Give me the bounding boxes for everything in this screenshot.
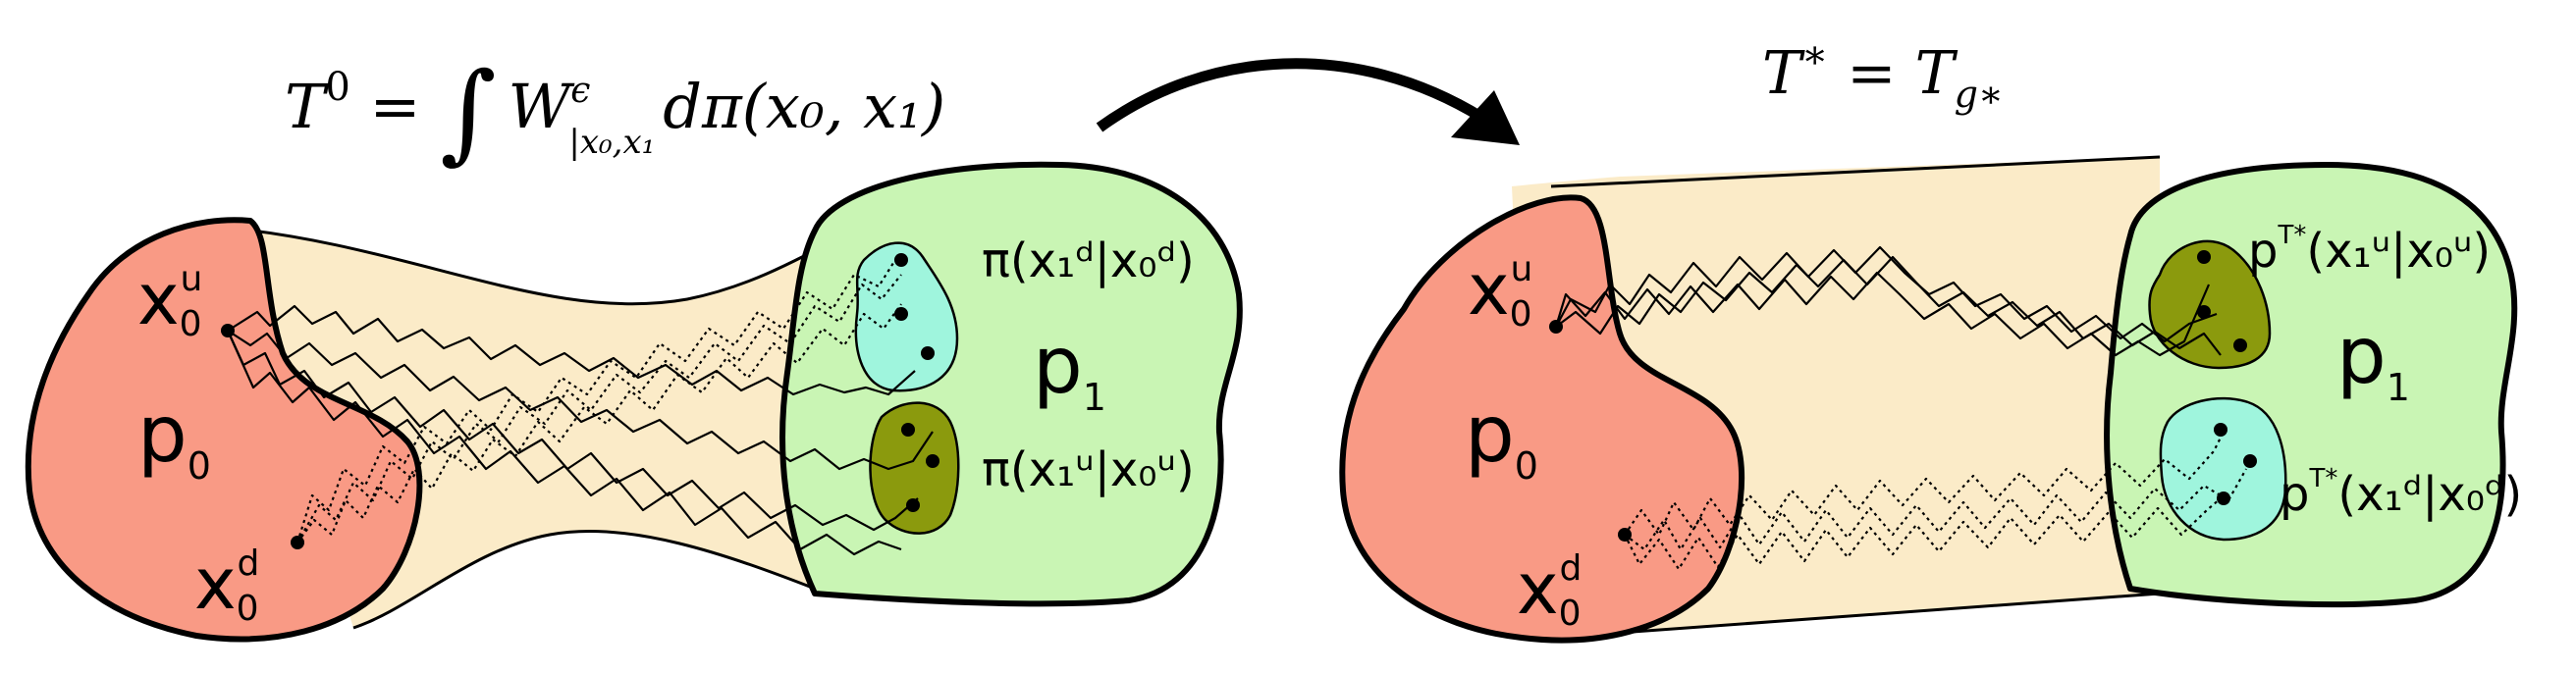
transform-arrow bbox=[1096, 58, 1520, 145]
right-tube-bottom-edge bbox=[1619, 592, 2161, 635]
right-tube-top-edge bbox=[1550, 155, 2161, 188]
arrow-head bbox=[1451, 90, 1520, 145]
left-p1-blob bbox=[779, 161, 1243, 607]
right-path-solid-1 bbox=[1555, 245, 2218, 343]
left-pi-u-label: π(x₁ᵘ|x₀ᵘ) bbox=[982, 442, 1195, 497]
right-cyan-blob bbox=[2159, 396, 2287, 542]
right-pT-d-label: pT*(x₁ᵈ|x₀ᵈ) bbox=[2280, 464, 2522, 522]
left-p0-blob bbox=[25, 217, 423, 643]
left-path-solid-1 bbox=[227, 304, 916, 396]
right-x0u-label: x0u bbox=[1468, 248, 1532, 335]
left-pi-d-label: π(x₁ᵈ|x₀ᵈ) bbox=[982, 233, 1195, 288]
left-x0d-label: x0d bbox=[194, 543, 259, 629]
left-olive-dot-1 bbox=[901, 423, 915, 437]
right-path-dotted-1 bbox=[1624, 431, 2225, 537]
left-x0u-label: x0u bbox=[137, 258, 202, 344]
right-x0d-dot bbox=[1618, 528, 1632, 542]
left-olive-dot-2 bbox=[926, 454, 939, 468]
right-cyan-dot-2 bbox=[2243, 454, 2257, 468]
right-path-dotted-2 bbox=[1624, 468, 2247, 551]
left-tube-bottom-edge bbox=[352, 529, 816, 630]
left-olive-dot-3 bbox=[906, 498, 920, 512]
left-path-solid-4 bbox=[226, 330, 902, 556]
left-path-dotted-2 bbox=[296, 274, 902, 544]
left-cyan-dot-3 bbox=[921, 346, 935, 360]
right-cyan-dot-3 bbox=[2217, 492, 2230, 505]
left-path-solid-2 bbox=[227, 330, 934, 471]
left-x0u-dot bbox=[221, 324, 235, 337]
left-olive-blob bbox=[869, 401, 960, 535]
right-p0-label: p0 bbox=[1465, 388, 1538, 488]
left-cyan-dot-2 bbox=[894, 307, 908, 321]
left-path-dotted-3 bbox=[295, 254, 899, 544]
right-x0d-label: x0d bbox=[1517, 547, 1582, 634]
right-path-solid-3 bbox=[1554, 271, 2211, 357]
right-olive-dot-2 bbox=[2197, 305, 2211, 319]
left-x0d-dot bbox=[291, 536, 304, 549]
left-path-dotted-1 bbox=[296, 303, 902, 544]
right-path-dotted-3 bbox=[1624, 497, 2222, 571]
right-pT-u-label: pT*(x₁ᵘ|x₀ᵘ) bbox=[2248, 221, 2491, 279]
right-p1-label: p1 bbox=[2336, 310, 2410, 409]
arrow-curve bbox=[1096, 58, 1485, 132]
right-olive-dot-1 bbox=[2197, 250, 2211, 264]
right-cyan-dot-1 bbox=[2214, 423, 2227, 437]
right-olive-dot-3 bbox=[2233, 338, 2247, 352]
right-formula: T∗ = Tg∗ bbox=[1762, 32, 2004, 116]
left-path-solid-3 bbox=[226, 330, 919, 532]
left-p0-label: p0 bbox=[137, 388, 211, 488]
right-x0u-dot bbox=[1549, 320, 1563, 334]
right-olive-blob bbox=[2148, 239, 2272, 370]
right-panel: T∗ = Tg∗ x0u x0d p0 p1 pT*(x₁ᵘ|x₀ᵘ) pT*(… bbox=[1339, 32, 2522, 644]
left-p1-label: p1 bbox=[1033, 320, 1106, 419]
right-p0-blob bbox=[1339, 194, 1745, 644]
left-cyan-dot-1 bbox=[894, 253, 908, 267]
